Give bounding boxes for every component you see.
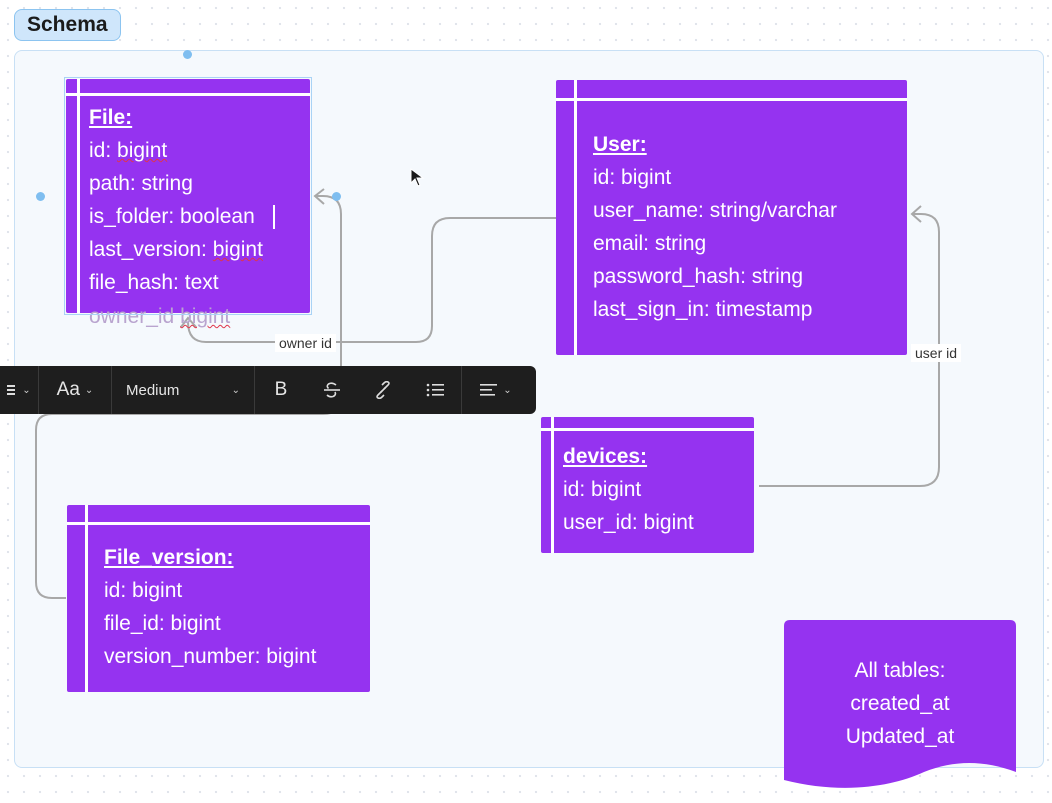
align-left-icon [480,384,498,396]
strikethrough-button[interactable] [307,366,357,414]
field-devices-id: id: bigint [563,478,642,501]
bold-button[interactable]: B [274,379,288,400]
field-file-last-version: last_version: bigint [89,238,263,261]
chevron-down-icon: ⌄ [22,384,31,396]
field-user-password-hash: password_hash: string [593,265,804,288]
arrowhead-user [910,205,922,223]
link-button[interactable] [357,366,409,414]
field-devices-user-id: user_id: bigint [563,511,694,534]
field-file-owner-id-overflow: owner_id bigint [89,305,231,328]
table-devices-title: devices: [563,445,648,468]
section-label[interactable]: Schema [14,9,121,41]
connector-label-user-id: user id [911,344,962,362]
chevron-down-icon: ⌄ [503,384,512,396]
font-size-dropdown[interactable]: Aa ⌄ [39,366,111,414]
strikethrough-icon [324,382,340,398]
selection-handle-right[interactable] [332,192,341,201]
list-type-dropdown[interactable]: ⌄ [0,366,38,414]
arrowhead-owner-id [180,316,197,328]
table-file-version-title: File_version: [104,546,234,569]
connector-owner-id [187,217,556,343]
font-icon: Aa [56,379,80,400]
text-caret [273,205,275,229]
field-file-hash: file_hash: text [89,271,219,294]
font-weight-select[interactable]: Medium ⌄ [112,366,254,414]
table-user-title: User: [593,133,647,156]
selection-handle-left[interactable] [36,192,45,201]
font-weight-value: Medium [126,381,180,399]
link-icon [376,381,390,399]
table-user[interactable]: User: id: bigint user_name: string/varch… [556,80,907,355]
bullet-list-icon [426,383,444,397]
arrowhead-file [313,188,325,205]
note-shape [784,620,1016,788]
table-file[interactable]: File: id: bigint path: string is_folder:… [66,79,310,313]
field-file-path: path: string [89,172,193,195]
bullet-list-button[interactable] [409,366,461,414]
selection-handle-top[interactable] [183,50,192,59]
field-user-email: email: string [593,232,707,255]
text-align-dropdown[interactable]: ⌄ [462,366,530,414]
connector-label-owner-id: owner id [275,334,336,352]
chevron-down-icon: ⌄ [231,384,240,396]
table-file-title: File: [89,106,133,129]
sticky-note[interactable]: All tables: created_at Updated_at [784,620,1016,790]
selection-box [64,77,312,315]
field-file-version-number: version_number: bigint [104,645,317,668]
field-user-last-sign-in: last_sign_in: timestamp [593,298,813,321]
field-file-version-file-id: file_id: bigint [104,612,221,635]
table-file-version[interactable]: File_version: id: bigint file_id: bigint… [67,505,370,692]
text-format-toolbar: ⌄ Aa ⌄ Medium ⌄ B ⌄ [0,366,536,414]
note-line-2: created_at [850,692,950,715]
field-file-version-id: id: bigint [104,579,183,602]
chevron-down-icon: ⌄ [84,384,94,396]
connector-file-version [35,195,342,599]
field-user-id: id: bigint [593,166,672,189]
field-file-id: id: bigint [89,139,168,162]
note-line-1: All tables: [854,659,946,682]
field-user-name: user_name: string/varchar [593,199,837,222]
field-file-is-folder[interactable]: is_folder: boolean [89,205,255,228]
mouse-pointer-icon [410,168,425,187]
table-devices[interactable]: devices: id: bigint user_id: bigint [541,417,754,553]
list-type-icon [7,385,16,395]
note-line-3: Updated_at [845,725,955,748]
